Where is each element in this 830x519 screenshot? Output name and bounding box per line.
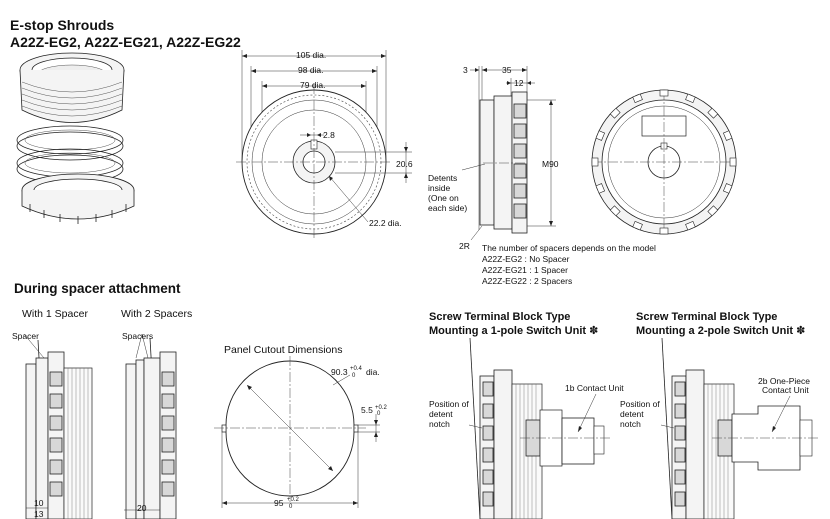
ring-notch [595,183,605,194]
ring-notch [729,157,737,167]
ring-notch [685,221,696,231]
mount-2pole-title-1: Screw Terminal Block Type [636,311,778,323]
mount-1pole-drawing [468,337,612,519]
dim-95-tol-up: +0.2 [287,497,300,503]
ring-notch [609,205,621,217]
dim-5-5: 5.5 [361,405,373,415]
dim-95: 95 [274,498,284,508]
dim-2-8: 2.8 [323,130,335,140]
dim-90-3-unit: dia. [366,367,380,377]
ring-notch [707,107,719,119]
mount-1pole-detent-3: notch [429,419,450,429]
dimension-labels: 105 dia. 98 dia. 79 dia. 2.8 20.6 22.2 d… [12,50,810,519]
ring-notch [609,107,621,119]
spacer-model-3: A22Z-EG22 : 2 Spacers [482,276,572,286]
mount-1pole-title-2: Mounting a 1-pole Switch Unit ✽ [429,325,599,337]
spacer-model-2: A22Z-EG21 : 1 Spacer [482,265,568,275]
back-view [591,89,737,235]
dim-90-3-tol-dn: 0 [352,373,356,379]
dim-5-5-tol-dn: 0 [377,411,381,417]
mount-2pole-unit-label-1: 2b One-Piece [758,376,810,386]
dim-m90: M90 [542,159,559,169]
mount-1pole-detent-2: detent [429,409,453,419]
dim-20: 20 [137,503,147,513]
dim-35: 35 [502,65,512,75]
panel-cutout-title: Panel Cutout Dimensions [224,344,343,356]
dim-90-3: 90.3 [331,367,348,377]
ring-notch [632,221,643,231]
ring-notch [659,89,669,97]
mount-2pole-detent-2: detent [620,409,644,419]
ring-notch [632,93,643,103]
dim-20-6: 20.6 [396,159,413,169]
ring-notch [707,205,719,217]
spacer-section-title: During spacer attachment [14,281,181,296]
ring-notch [685,93,696,103]
mount-1pole-detent-1: Position of [429,399,469,409]
spacers-label: Spacers [122,331,153,341]
dim-10: 10 [34,498,44,508]
mount-2pole-drawing [660,337,818,519]
ring-notch [659,227,669,235]
dim-95-tol-dn: 0 [289,504,293,510]
dim-2r: 2R [459,241,470,251]
detents-note-2: inside [428,183,450,193]
front-view [236,50,412,240]
side-view [461,66,556,241]
page-title: E-stop Shrouds [10,17,115,33]
dim-79: 79 dia. [300,80,326,90]
detents-note-1: Detents [428,173,457,183]
mount-1pole-unit-label: 1b Contact Unit [565,383,624,393]
with-1-spacer-label: With 1 Spacer [22,308,88,320]
dim-22-2: 22.2 dia. [369,218,402,228]
dim-105: 105 dia. [296,50,326,60]
dim-3: 3 [463,65,468,75]
dim-90-3-tol-up: +0.4 [350,366,363,372]
model-list: A22Z-EG2, A22Z-EG21, A22Z-EG22 [10,34,241,50]
spacer-label: Spacer [12,331,39,341]
ring-notch [591,157,599,167]
dim-12: 12 [514,78,524,88]
mount-2pole-detent-3: notch [620,419,641,429]
dim-13: 13 [34,509,44,519]
ring-notch [723,183,733,194]
spacer-note: The number of spacers depends on the mod… [482,243,656,253]
ring-notch [723,130,733,141]
dim-5-5-tol-up: +0.2 [375,405,388,411]
detents-note-4: each side) [428,203,467,213]
with-2-spacers-label: With 2 Spacers [121,308,193,320]
isometric-exploded-view [16,52,135,224]
mount-1pole-title-1: Screw Terminal Block Type [429,311,571,323]
spacer-1-view [23,333,93,519]
detents-note-3: (One on [428,193,459,203]
panel-cutout-drawing [214,356,380,508]
mount-2pole-title-2: Mounting a 2-pole Switch Unit ✽ [636,325,806,337]
ring-notch [595,130,605,141]
mount-2pole-unit-label-2: Contact Unit [762,385,809,395]
dim-98: 98 dia. [298,65,324,75]
spacer-model-1: A22Z-EG2 : No Spacer [482,254,570,264]
spacer-2-view [124,333,177,519]
mount-2pole-detent-1: Position of [620,399,660,409]
